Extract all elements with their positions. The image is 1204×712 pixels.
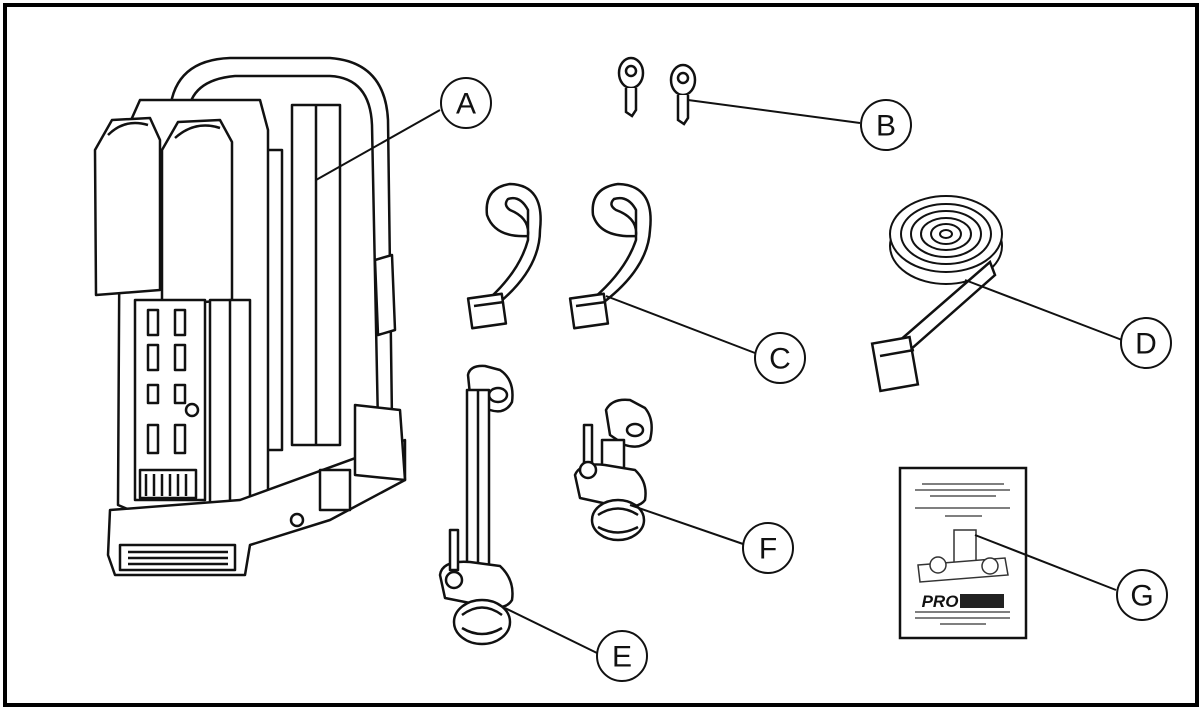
callout-label-e: E: [612, 641, 632, 674]
callouts: [440, 77, 1172, 682]
callout-circle-d: [1120, 317, 1172, 369]
leader-line-g: [974, 534, 1117, 591]
callout-circle-f: [742, 522, 794, 574]
callout-label-c: C: [769, 343, 791, 376]
callout-circle-c: [754, 332, 806, 384]
leader-line-d: [964, 279, 1123, 341]
callout-circle-g: [1116, 569, 1168, 621]
callout-label-b: B: [876, 110, 896, 143]
straps-pair: [466, 182, 652, 330]
leader-line-b: [687, 99, 861, 124]
callout-circle-e: [596, 630, 648, 682]
callout-labels: A B C D E F G: [456, 88, 1157, 674]
callout-circle-b: [860, 99, 912, 151]
leader-line-c: [605, 295, 756, 354]
long-strap: [870, 195, 1003, 393]
leader-line-e: [504, 607, 598, 654]
leader-line-a: [315, 109, 441, 181]
manual-brand-mark: [960, 594, 1004, 608]
callout-circle-a: [440, 77, 492, 129]
callout-label-g: G: [1130, 580, 1153, 613]
keys: [617, 56, 697, 126]
manual-brand: PRO: [922, 592, 959, 611]
leader-lines: [315, 99, 1123, 654]
manual: PRO: [898, 466, 1028, 640]
long-frame-holder: [438, 364, 514, 646]
callout-label-a: A: [456, 88, 476, 121]
short-frame-holder: [573, 398, 653, 542]
leader-line-f: [629, 504, 747, 546]
carrier-body: [93, 56, 407, 577]
callout-label-f: F: [759, 533, 777, 566]
callout-label-d: D: [1135, 328, 1157, 361]
